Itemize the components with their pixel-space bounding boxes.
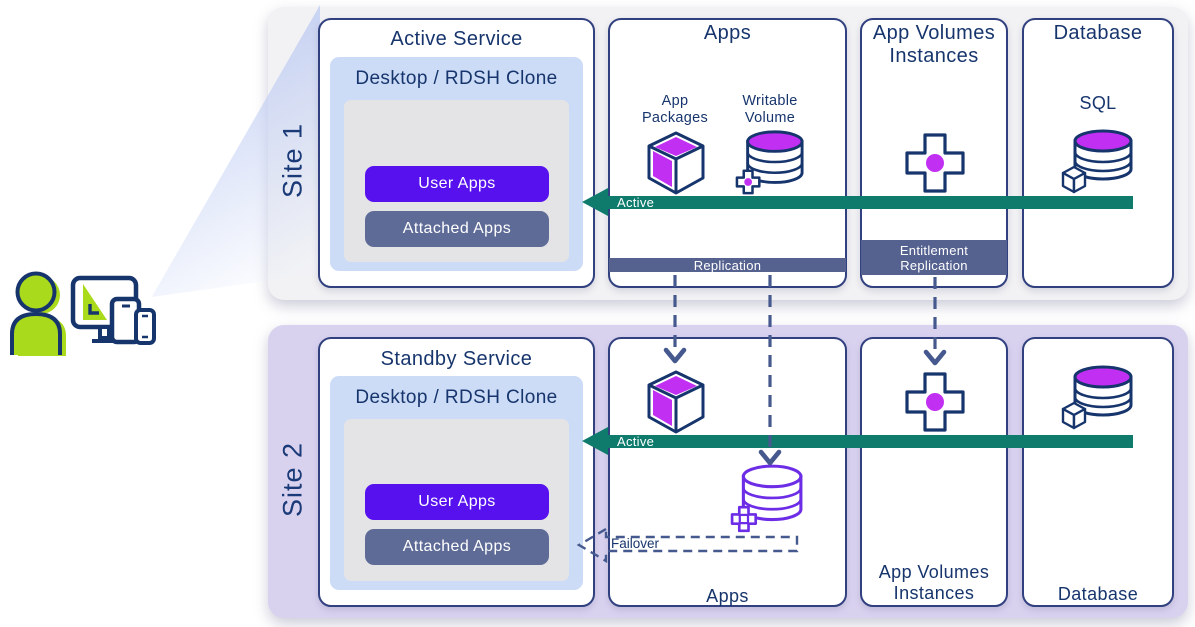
site-1-label: Site 1 xyxy=(277,122,308,198)
attached-apps-pill-site1: Attached Apps xyxy=(365,211,549,247)
app-volumes-label-site2: App Volumes Instances xyxy=(878,562,990,603)
writable-volume-icon-site1 xyxy=(735,130,804,195)
user-apps-pill-site1: User Apps xyxy=(365,166,549,202)
monitor-tablet-phone-icon xyxy=(70,275,156,345)
cube-icon-site1 xyxy=(647,131,705,195)
failover-label: Failover xyxy=(611,536,660,551)
cube-icon-site2 xyxy=(647,370,705,434)
desktop-rdsh-title-site1: Desktop / RDSH Clone xyxy=(355,68,558,89)
sql-database-icon-site1 xyxy=(1061,129,1133,194)
active-label-site2: Active xyxy=(617,434,655,449)
database-label-site2: Database xyxy=(1057,584,1139,604)
standby-service-title: Standby Service xyxy=(380,348,533,370)
active-label-site1: Active xyxy=(617,195,655,210)
app-volumes-title-site1: App Volumes Instances xyxy=(872,22,996,67)
writable-volume-icon-site2 xyxy=(730,464,803,533)
desktop-rdsh-title-site2: Desktop / RDSH Clone xyxy=(355,387,558,408)
user-apps-pill-site2: User Apps xyxy=(365,484,549,520)
plus-cross-icon-site2 xyxy=(905,372,965,432)
plus-cross-icon-site1 xyxy=(905,133,965,193)
user-icon xyxy=(10,271,66,356)
writable-volume-label: Writable Volume xyxy=(742,93,798,126)
apps-card-site2 xyxy=(608,337,847,607)
app-packages-label: App Packages xyxy=(641,93,709,126)
replication-bar: Replication xyxy=(609,258,846,273)
database-title-site1: Database xyxy=(1053,22,1143,44)
entitlement-replication-bar: Entitlement Replication xyxy=(861,240,1007,275)
apps-card-site1 xyxy=(608,18,847,288)
active-service-title: Active Service xyxy=(390,28,523,50)
attached-apps-pill-site2: Attached Apps xyxy=(365,529,549,565)
apps-title-site1: Apps xyxy=(703,22,752,44)
sql-database-icon-site2 xyxy=(1061,365,1133,430)
apps-label-site2: Apps xyxy=(706,586,749,606)
site-2-label: Site 2 xyxy=(277,441,308,517)
sql-label: SQL xyxy=(1079,93,1117,113)
